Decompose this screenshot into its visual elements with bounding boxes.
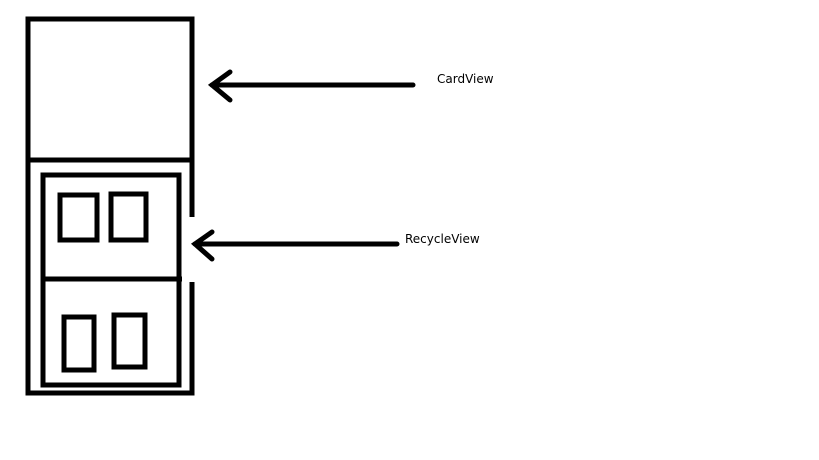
item-box bbox=[108, 191, 149, 243]
cardview-arrow bbox=[207, 69, 416, 103]
recyclerview-frame bbox=[40, 172, 182, 388]
item-box bbox=[57, 192, 100, 243]
cardview-label: CardView bbox=[437, 72, 494, 86]
recycleview-label: RecycleView bbox=[405, 232, 480, 246]
recyclerview-item-2 bbox=[61, 312, 148, 373]
recycleview-arrow bbox=[190, 229, 400, 262]
outer-phone-frame bbox=[25, 16, 195, 396]
item-box bbox=[111, 312, 148, 370]
recyclerview-item-1 bbox=[57, 191, 149, 243]
item-box bbox=[61, 314, 97, 373]
